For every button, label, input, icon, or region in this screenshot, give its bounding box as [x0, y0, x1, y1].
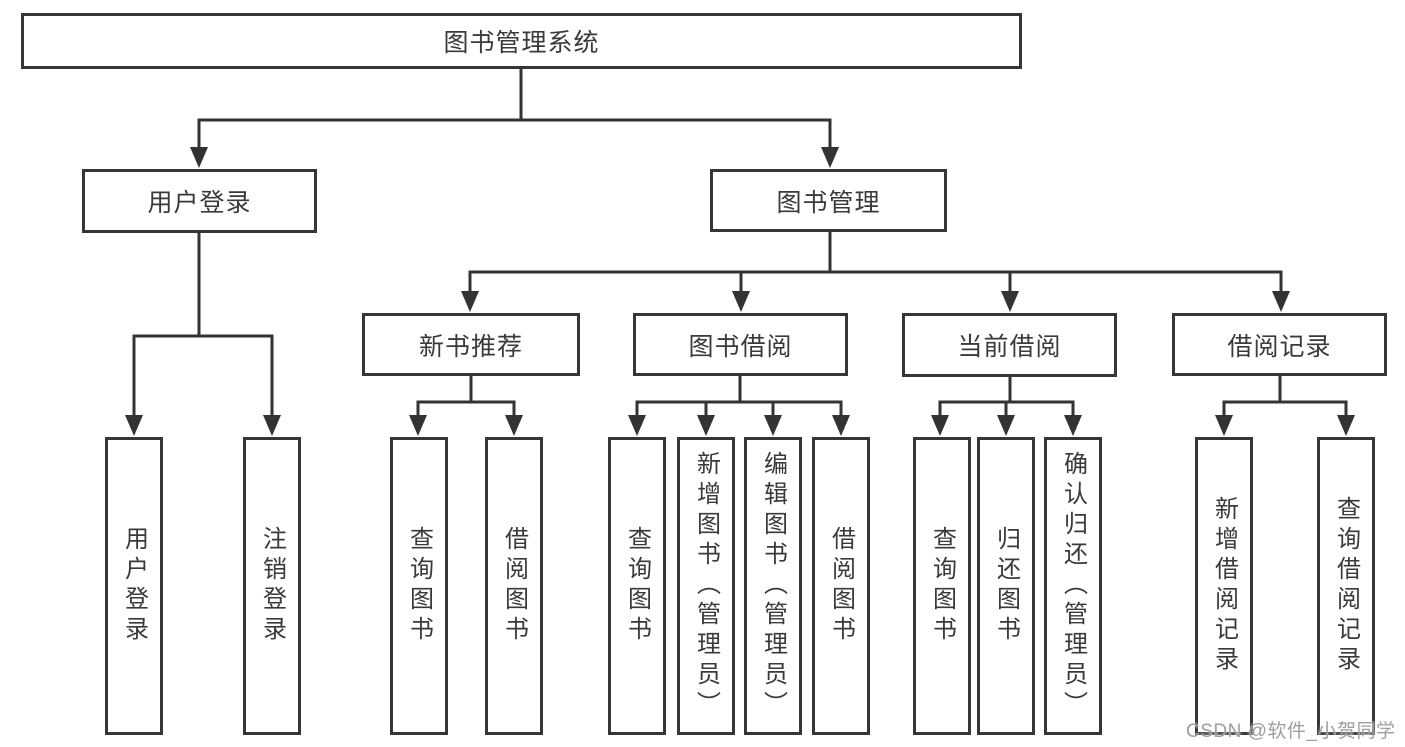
node-new-book-recommend: 新书推荐 — [362, 313, 580, 376]
leaf-add-books-admin: 新增图书（管理员） — [677, 437, 735, 735]
node-label: 借阅记录 — [1227, 332, 1332, 361]
node-label: 借阅图书 — [827, 526, 855, 646]
leaf-confirm-return-admin: 确认归还（管理员） — [1044, 437, 1102, 735]
leaf-query-books-recommend: 查询图书 — [390, 437, 448, 735]
leaf-query-books-current: 查询图书 — [913, 437, 971, 735]
leaf-borrow-books-recommend: 借阅图书 — [485, 437, 543, 735]
leaf-query-books-borrow: 查询图书 — [608, 437, 666, 735]
csdn-watermark: CSDN @软件_小贺同学 — [1186, 721, 1396, 742]
leaf-logout: 注销登录 — [243, 437, 301, 735]
node-label: 当前借阅 — [957, 333, 1062, 361]
node-label: 归还图书 — [992, 526, 1020, 646]
leaf-query-borrow-record: 查询借阅记录 — [1317, 437, 1375, 735]
node-label: 图书借阅 — [688, 332, 793, 361]
node-label: 图书管理系统 — [443, 29, 600, 57]
leaf-user-login: 用户登录 — [105, 437, 163, 735]
node-label: 查询图书 — [405, 526, 433, 646]
leaf-edit-books-admin: 编辑图书（管理员） — [744, 437, 802, 735]
node-label: 用户登录 — [120, 526, 148, 646]
node-label: 用户登录 — [147, 189, 252, 217]
leaf-return-books: 归还图书 — [977, 437, 1035, 735]
node-label: 查询借阅记录 — [1332, 496, 1360, 676]
node-label: 查询图书 — [928, 526, 956, 646]
node-label: 确认归还（管理员） — [1059, 451, 1087, 721]
node-book-management: 图书管理 — [710, 169, 947, 232]
leaf-add-borrow-record: 新增借阅记录 — [1195, 437, 1253, 735]
node-label: 注销登录 — [258, 526, 286, 646]
node-label: 借阅图书 — [500, 526, 528, 646]
node-label: 新增图书（管理员） — [692, 451, 720, 721]
node-label: 新增借阅记录 — [1210, 496, 1238, 676]
node-label: 图书管理 — [776, 188, 881, 217]
node-label: 编辑图书（管理员） — [759, 451, 787, 721]
node-borrow-records: 借阅记录 — [1172, 313, 1387, 376]
node-root: 图书管理系统 — [21, 13, 1022, 69]
node-book-borrow: 图书借阅 — [633, 313, 848, 376]
node-label: 新书推荐 — [418, 332, 523, 361]
node-label: 查询图书 — [623, 526, 651, 646]
node-current-borrow: 当前借阅 — [902, 313, 1117, 377]
node-user-login: 用户登录 — [82, 169, 317, 233]
leaf-borrow-books: 借阅图书 — [812, 437, 870, 735]
